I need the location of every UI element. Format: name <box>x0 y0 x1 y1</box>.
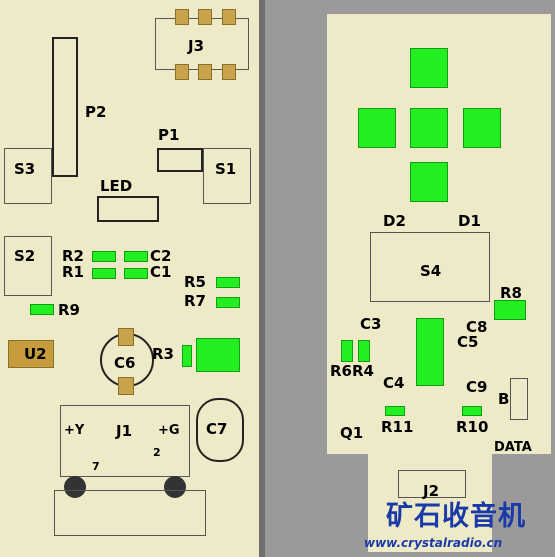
r7-pad <box>216 297 240 308</box>
led-outline <box>97 196 159 222</box>
s1-switch-outline <box>203 148 251 204</box>
c7-capacitor-outline <box>196 398 244 462</box>
r3-pad <box>196 338 240 372</box>
c6-pad <box>118 328 134 346</box>
c6-pad <box>118 377 134 395</box>
key-pad-bottom <box>410 162 448 202</box>
j2-connector-outline <box>398 470 466 498</box>
j1-mount-hole <box>64 476 86 498</box>
b-connector-outline <box>510 378 528 420</box>
right-board-tab <box>368 452 492 552</box>
p2-label: P2 <box>85 103 107 121</box>
c2-label: C2 <box>150 247 172 265</box>
key-pad-right <box>463 108 501 148</box>
u2-label: U2 <box>24 345 47 363</box>
r11-pad <box>385 406 405 416</box>
j3-label: J3 <box>188 37 205 55</box>
pin2-label: 2 <box>153 446 161 459</box>
u2-chip-body <box>8 340 54 368</box>
j3-pad <box>222 9 236 25</box>
r8-pad <box>494 300 526 320</box>
r6-label: R6 <box>330 362 352 380</box>
r7-label: R7 <box>184 292 206 310</box>
j1-mount-hole <box>164 476 186 498</box>
r1-label: R1 <box>62 263 84 281</box>
c4-label: C4 <box>383 374 405 392</box>
j3-pad <box>198 9 212 25</box>
c6-label: C6 <box>114 354 136 372</box>
c1-label: C1 <box>150 263 172 281</box>
data-label: DATA <box>494 440 532 455</box>
watermark-url: www.crystalradio.cn <box>364 536 503 550</box>
q1-label: Q1 <box>340 424 364 442</box>
key-pad-top <box>410 48 448 88</box>
ic-chip-body <box>416 318 444 386</box>
r3-label: R3 <box>152 345 174 363</box>
p1-header-outline <box>157 148 203 172</box>
r9-label: R9 <box>58 301 80 319</box>
c2-pad <box>124 251 148 262</box>
j3-pad <box>175 64 189 80</box>
s3-label: S3 <box>14 160 36 178</box>
s2-switch-outline <box>4 236 52 296</box>
r5-label: R5 <box>184 273 206 291</box>
c9-label: C9 <box>466 378 488 396</box>
c8-label: C8 <box>466 318 488 336</box>
r8-label: R8 <box>500 284 522 302</box>
watermark-logo: 矿石收音机 <box>386 501 526 532</box>
j3-pad <box>198 64 212 80</box>
r3-pad-small <box>182 345 192 367</box>
j1-connector-outline <box>60 405 190 477</box>
c5-label: C5 <box>457 333 479 351</box>
r11-label: R11 <box>381 418 414 436</box>
r4-label: R4 <box>352 362 374 380</box>
r2-label: R2 <box>62 247 84 265</box>
s4-label: S4 <box>420 262 442 280</box>
r4-pad <box>358 340 370 362</box>
board-separator <box>259 0 265 557</box>
r1-pad <box>92 268 116 279</box>
p1-label: P1 <box>158 126 180 144</box>
r10-label: R10 <box>456 418 489 436</box>
r2-pad <box>92 251 116 262</box>
c1-pad <box>124 268 148 279</box>
j1-plug-outline <box>54 490 206 536</box>
r5-pad <box>216 277 240 288</box>
left-pcb-board: J3 P2 P1 S3 S1 LED S2 R2 R1 C2 C1 R5 R7 … <box>0 0 259 557</box>
r10-pad <box>462 406 482 416</box>
p2-header-outline <box>52 37 78 177</box>
s3-switch-outline <box>4 148 52 204</box>
key-pad-left <box>358 108 396 148</box>
r9-pad <box>30 304 54 315</box>
key-pad-center <box>410 108 448 148</box>
b-label: B <box>498 390 510 408</box>
j2-label: J2 <box>423 482 440 500</box>
j1-label: J1 <box>116 422 133 440</box>
c7-label: C7 <box>206 420 228 438</box>
j3-pad <box>175 9 189 25</box>
s4-switch-outline <box>370 232 490 302</box>
r6-pad <box>341 340 353 362</box>
y-label: +Y <box>64 423 85 438</box>
g-label: +G <box>158 423 180 438</box>
pin7-label: 7 <box>92 460 100 473</box>
j3-pad <box>222 64 236 80</box>
d2-label: D2 <box>383 212 406 230</box>
led-label: LED <box>100 177 133 195</box>
s1-label: S1 <box>215 160 237 178</box>
s2-label: S2 <box>14 247 36 265</box>
c3-label: C3 <box>360 315 382 333</box>
d1-label: D1 <box>458 212 481 230</box>
